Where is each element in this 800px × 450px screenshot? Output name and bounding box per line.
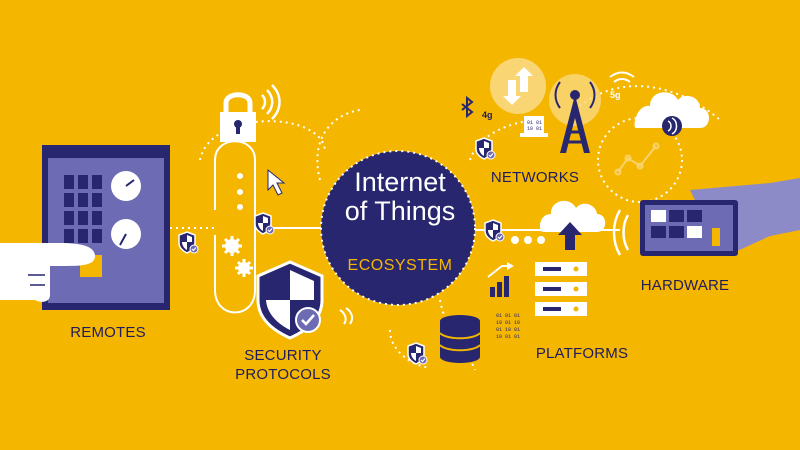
bluetooth-icon [461, 95, 474, 119]
mini-shield-icon [254, 212, 275, 235]
chip-device-icon: 01 01 10 01 [520, 116, 548, 137]
label-hardware: HARDWARE [640, 277, 730, 294]
database-icon [439, 315, 481, 363]
transfer-icon [490, 58, 546, 114]
wifi-small-icon [339, 307, 354, 325]
badge-4g: 4g [482, 110, 493, 120]
phone-device-icon [230, 165, 250, 213]
badge-5g: 5g [610, 90, 621, 100]
svg-text:10 01: 10 01 [527, 126, 542, 132]
signal-5g-icon [609, 71, 635, 83]
center-subtitle: ECOSYSTEM [347, 257, 453, 274]
mini-shield-icon [178, 231, 199, 254]
security-shield-icon [256, 260, 324, 340]
label-platforms: PLATFORMS [535, 345, 629, 362]
mini-shield-icon [407, 342, 428, 365]
label-security-protocols: SECURITY PROTOCOLS [235, 347, 331, 383]
svg-text:01 01: 01 01 [527, 120, 542, 126]
cloud-upload-icon [539, 200, 606, 250]
gears-icon [222, 236, 253, 277]
label-networks: NETWORKS [490, 169, 580, 186]
hand-left-icon [0, 243, 95, 302]
tablet-remote-icon [42, 145, 170, 310]
antenna-icon [549, 74, 601, 153]
label-remotes: REMOTES [70, 324, 146, 341]
wifi-icon [261, 84, 281, 120]
trend-graph-icon [614, 142, 660, 176]
center-title: Internet of Things [344, 167, 456, 226]
mini-shield-icon [484, 219, 505, 242]
binary-data-icon: 01 01 01 10 01 10 01 10 01 10 01 01 [496, 313, 520, 340]
cursor-icon [267, 168, 286, 196]
svg-text:01 01 01: 01 01 01 [496, 313, 520, 319]
dots [511, 236, 545, 244]
hardware-wifi-icon [612, 209, 630, 256]
lock-icon [220, 92, 256, 142]
hardware-panel-icon [640, 200, 738, 256]
bar-chart-icon [487, 262, 514, 297]
svg-text:01 10 01: 01 10 01 [496, 327, 520, 333]
svg-text:10 01 10: 10 01 10 [496, 320, 520, 326]
server-icon [535, 262, 587, 316]
mini-shield-icon [475, 137, 496, 160]
cloud-icon [634, 92, 709, 136]
svg-text:10 01 01: 10 01 01 [496, 334, 520, 340]
